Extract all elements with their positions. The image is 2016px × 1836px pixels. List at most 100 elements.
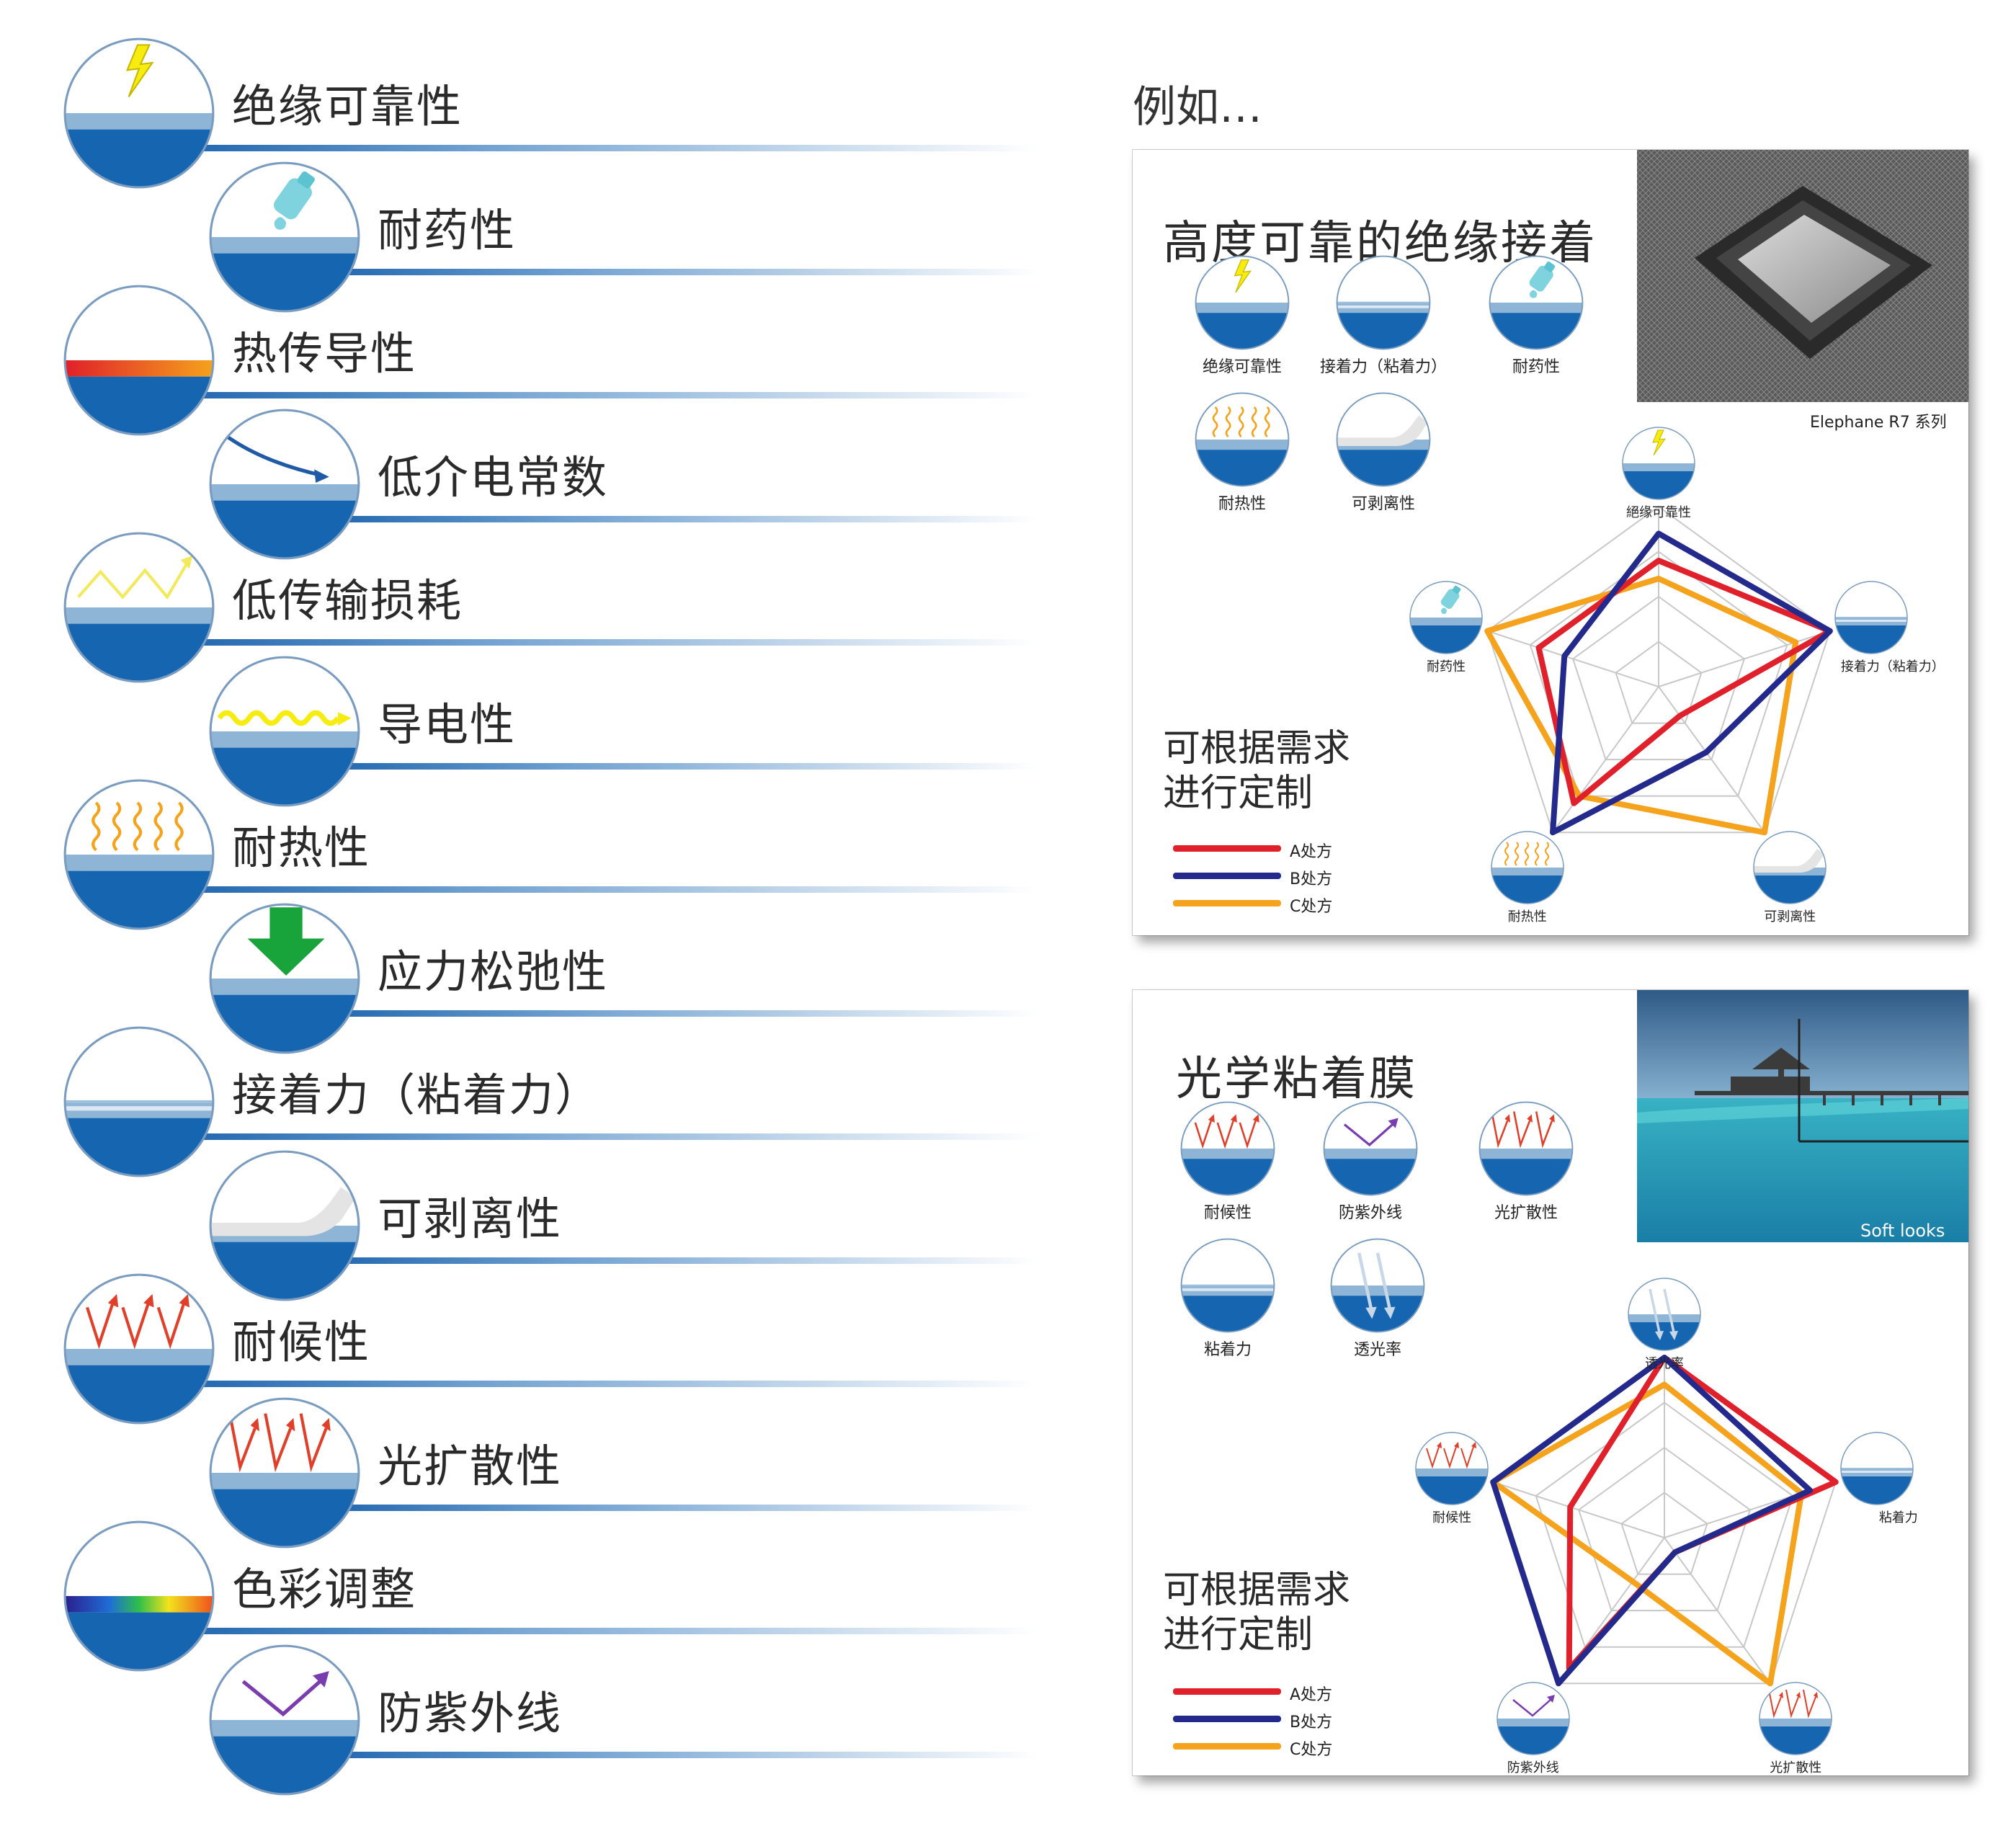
feature-icon-wrap xyxy=(208,1643,362,1797)
radar-chart xyxy=(1490,1355,1839,1687)
feature-icon-wrap xyxy=(208,1149,362,1303)
legend-label: A处方 xyxy=(1290,843,1333,861)
feature-icon-wrap xyxy=(62,36,216,190)
light-diffusion-icon xyxy=(209,1397,360,1548)
example-heading: 例如… xyxy=(1133,82,1262,133)
peel-icon xyxy=(1753,831,1827,904)
mini-icon-label: 防紫外线 xyxy=(1338,1204,1403,1222)
legend-label: A处方 xyxy=(1290,1686,1333,1704)
legend-swatch xyxy=(1173,845,1281,852)
mini-icon-wrap xyxy=(1329,1237,1426,1334)
mini-icon-wrap xyxy=(1478,1100,1574,1197)
radar-axis-icon-wrap xyxy=(1758,1681,1833,1756)
radar-axis-icon-wrap xyxy=(1752,830,1827,905)
mini-icon-label: 透光率 xyxy=(1353,1341,1402,1359)
radar-spoke xyxy=(1658,686,1765,833)
radar-spoke xyxy=(1552,686,1659,833)
radar-axis-label: 接着力（粘着力） xyxy=(1840,659,1945,675)
mini-icon-wrap xyxy=(1322,1100,1419,1197)
feature-icon-wrap xyxy=(208,407,362,561)
feature-icon-wrap xyxy=(62,1025,216,1179)
sea-photo xyxy=(1637,990,1968,1242)
photo-caption: Elephane R7 系列 xyxy=(1810,414,1947,432)
radar-grid-ring xyxy=(1577,1446,1752,1612)
feature-underline xyxy=(313,1751,1038,1758)
radar-axis-icon-wrap xyxy=(1834,580,1909,655)
feature-label: 耐药性 xyxy=(378,203,517,257)
radar-axis-label: 耐热性 xyxy=(1507,909,1547,924)
radar-series-C处方 xyxy=(1484,576,1799,836)
mini-icon-label: 光扩散性 xyxy=(1494,1204,1558,1222)
panel-insulation-adhesive: Elephane R7 系列高度可靠的绝缘接着 绝缘可靠性 接着力（粘着力） xyxy=(1133,150,1968,935)
mini-icon-wrap xyxy=(1335,254,1432,351)
radar-spoke xyxy=(1658,630,1831,687)
radar-axis-icon-wrap xyxy=(1627,1277,1702,1352)
feature-label: 导电性 xyxy=(378,698,517,751)
heat-waves-icon xyxy=(1491,831,1564,904)
radar-axis-label: 耐药性 xyxy=(1427,659,1466,675)
photo-caption: Soft looks xyxy=(1860,1221,1945,1241)
adhesion-layer-icon xyxy=(1180,1238,1275,1333)
radar-axis-icon-wrap xyxy=(1409,580,1484,655)
legend-label: C处方 xyxy=(1290,1741,1333,1759)
feature-label: 防紫外线 xyxy=(378,1686,563,1739)
adhesion-layer-icon xyxy=(1840,1432,1914,1505)
feature-underline xyxy=(168,886,1038,893)
feature-label: 耐热性 xyxy=(232,821,371,874)
radar-grid-ring xyxy=(1620,1492,1708,1575)
mini-icon-wrap xyxy=(1488,254,1584,351)
feature-underline xyxy=(313,1010,1038,1017)
feature-label: 色彩调整 xyxy=(232,1563,417,1616)
chip-photo xyxy=(1637,150,1968,402)
light-diffusion-icon xyxy=(1478,1101,1574,1196)
mini-icon-label: 接着力（粘着力） xyxy=(1319,358,1448,376)
radar-chart xyxy=(1484,505,1833,836)
feature-label: 可剥离性 xyxy=(378,1192,563,1245)
weather-arrows-icon xyxy=(63,1273,215,1425)
radar-axis-icon-wrap xyxy=(1414,1431,1489,1506)
feature-label: 光扩散性 xyxy=(378,1439,563,1492)
feature-icon-wrap xyxy=(62,1272,216,1426)
drop-bottle-icon xyxy=(209,161,360,312)
legend-swatch xyxy=(1173,1688,1281,1695)
radar-spoke xyxy=(1492,1481,1665,1538)
light-pass-icon xyxy=(1330,1238,1425,1333)
radar-axis-label: 粘着力 xyxy=(1878,1510,1918,1526)
radar-axis-label: 透光率 xyxy=(1645,1356,1684,1371)
feature-label: 接着力（粘着力） xyxy=(232,1069,602,1121)
mini-icon-wrap xyxy=(1194,391,1290,488)
radar-axis-label: 防紫外线 xyxy=(1507,1760,1559,1775)
feature-underline xyxy=(168,1628,1038,1634)
lightning-icon xyxy=(63,37,215,189)
uv-reflect-icon xyxy=(1497,1682,1570,1755)
feature-label: 绝缘可靠性 xyxy=(232,80,463,133)
legend-swatch xyxy=(1173,1716,1281,1722)
heat-waves-icon xyxy=(1195,392,1290,487)
customization-note: 可根据需求 进行定制 xyxy=(1163,727,1351,815)
mini-icon-wrap xyxy=(1335,391,1432,488)
feature-icon-wrap xyxy=(208,1396,362,1550)
heat-band-icon xyxy=(63,285,215,436)
legend-swatch xyxy=(1173,1743,1281,1750)
radar-grid-ring xyxy=(1615,641,1703,724)
radar-axis-label: 絕缘可靠性 xyxy=(1626,505,1691,520)
mini-icon-label: 耐热性 xyxy=(1218,495,1267,513)
feature-underline xyxy=(313,1257,1038,1264)
radar-grid-ring xyxy=(1486,505,1831,834)
mini-icon-label: 绝缘可靠性 xyxy=(1202,358,1283,376)
uv-reflect-icon xyxy=(209,1644,360,1795)
mini-icon-label: 耐药性 xyxy=(1512,358,1561,376)
customization-note: 可根据需求 进行定制 xyxy=(1163,1569,1351,1657)
feature-label: 低传输损耗 xyxy=(232,574,463,627)
feature-underline xyxy=(313,515,1038,522)
down-arrow-icon xyxy=(209,903,360,1053)
radar-series-A处方 xyxy=(1535,558,1833,806)
feature-label: 热传导性 xyxy=(232,327,417,380)
light-diffusion-icon xyxy=(1759,1682,1832,1755)
adhesion-layer-icon xyxy=(1336,255,1431,350)
feature-icon-wrap xyxy=(208,901,362,1056)
light-pass-icon xyxy=(1628,1278,1701,1351)
mini-icon-wrap xyxy=(1194,254,1290,351)
mini-icon-label: 可剥离性 xyxy=(1351,495,1416,513)
